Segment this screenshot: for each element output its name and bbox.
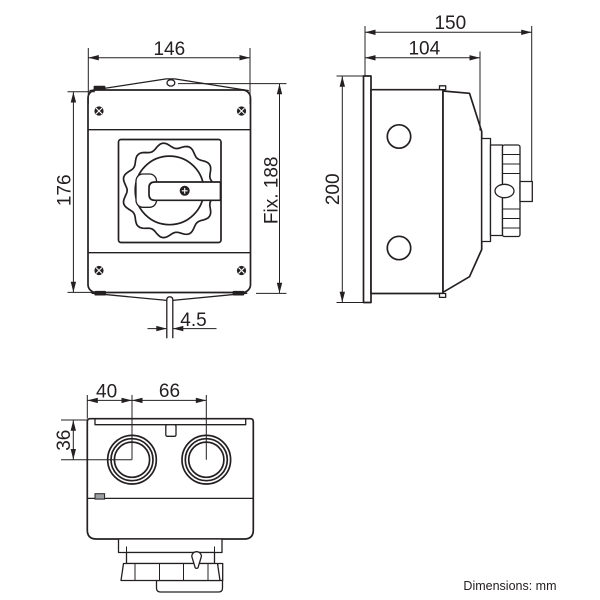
foot-tab <box>232 290 245 296</box>
bottom-latch-notch <box>165 424 177 437</box>
handle-hub <box>494 183 515 199</box>
bottom-fixing-slot <box>166 296 174 339</box>
dim-front-height: 176 <box>55 91 95 293</box>
corner-screw-icon <box>93 265 105 276</box>
dim-bottom-entry-spacing: 66 <box>132 381 207 460</box>
side-mounting-hole <box>386 123 412 150</box>
dim-side-depth-body: 104 <box>365 39 481 131</box>
dim-bottom-entry-depth: 36 <box>54 419 132 461</box>
foot-tab <box>94 290 106 296</box>
dim-front-fixing: Fix. 188 <box>178 83 287 294</box>
cover-clip-bottom <box>438 292 447 299</box>
knob-ring-ribs <box>134 563 209 581</box>
mounting-back-plate <box>362 75 372 304</box>
dim-label-front-fixing: Fix. 188 <box>262 157 283 225</box>
dim-label-bottom-spacing: 66 <box>159 381 180 402</box>
bottom-view: 40 66 36 <box>54 381 255 593</box>
padlock-plate <box>155 579 224 593</box>
dim-front-slot: 4.5 <box>147 310 217 332</box>
dim-label-front-height: 176 <box>55 174 76 206</box>
side-mounting-hole <box>386 235 412 261</box>
front-top-gable <box>89 78 249 92</box>
handle-base-flange <box>117 538 223 554</box>
cover-clip-top <box>438 85 447 91</box>
dim-label-side-height: 200 <box>323 173 344 205</box>
corner-screw-icon <box>236 105 247 117</box>
corner-screw-icon <box>236 265 247 276</box>
vent-slot <box>94 493 106 500</box>
front-cover-band-lines <box>88 129 251 254</box>
flange-steps <box>126 546 215 553</box>
corner-screw-icon <box>93 105 105 117</box>
dim-bottom-entry-offset: 40 <box>86 382 133 460</box>
knob-ring-bottom <box>120 562 221 582</box>
top-fixing-hole <box>166 79 176 87</box>
padlock-keyhole <box>191 551 203 569</box>
dim-label-bottom-offset: 40 <box>96 382 117 403</box>
handle-screw-icon <box>179 185 190 196</box>
front-view: 146 176 Fix. 188 4.5 <box>55 39 287 339</box>
dim-label-side-depth-total: 150 <box>434 13 466 34</box>
units-note: Dimensions: mm <box>463 579 556 593</box>
slot-fill <box>167 297 173 338</box>
dim-label-bottom-depth: 36 <box>54 430 75 451</box>
handle-tip-profile <box>519 180 533 203</box>
dim-side-depth-total: 150 <box>364 13 533 181</box>
dim-label-front-width: 146 <box>153 39 185 60</box>
knob-rib-lines <box>502 154 520 229</box>
dim-front-width: 146 <box>87 39 251 104</box>
handle-collar-step1 <box>481 137 492 243</box>
side-view: 150 104 200 <box>323 13 533 304</box>
dim-label-side-depth-body: 104 <box>408 39 440 60</box>
bottom-enclosure-body <box>86 417 255 540</box>
dim-side-height: 200 <box>323 75 364 303</box>
side-enclosure-cover <box>442 90 483 294</box>
hinge-tab <box>93 85 106 91</box>
dim-label-front-slot: 4.5 <box>180 310 206 331</box>
side-enclosure-base <box>370 88 444 295</box>
